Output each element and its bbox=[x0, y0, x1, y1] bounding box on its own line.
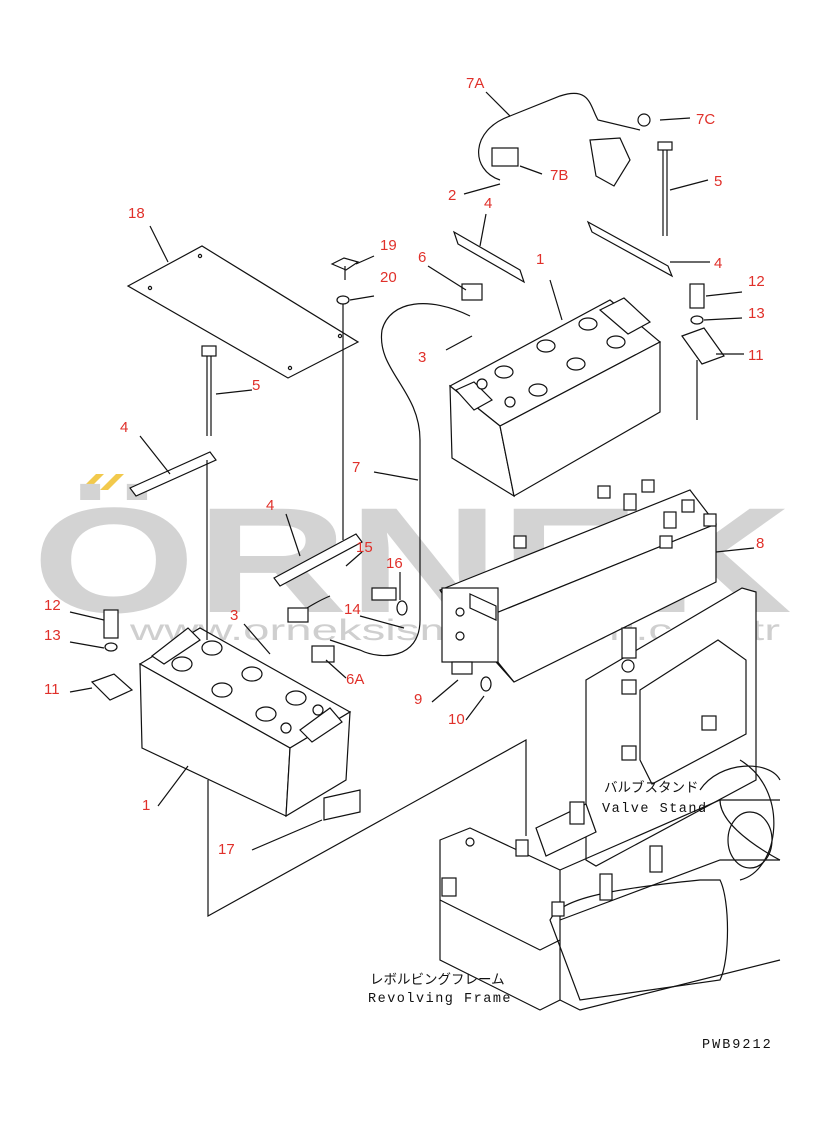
cables bbox=[287, 92, 651, 663]
label-4-top: 4 bbox=[484, 195, 492, 212]
label-11-right: 11 bbox=[748, 347, 764, 364]
label-17: 17 bbox=[218, 841, 235, 858]
label-11-left: 11 bbox=[44, 681, 60, 698]
label-20: 20 bbox=[380, 269, 397, 286]
label-18: 18 bbox=[128, 205, 145, 222]
battery-tray bbox=[439, 479, 717, 683]
bolts bbox=[103, 141, 705, 692]
drawing-code: PWB9212 bbox=[702, 1038, 773, 1053]
label-14: 14 bbox=[344, 601, 361, 618]
captions: バルブスタンド Valve Stand レボルビングフレーム Revolving… bbox=[368, 779, 773, 1053]
revolving-frame bbox=[439, 759, 781, 1011]
valve-stand bbox=[535, 587, 757, 867]
label-13-left: 13 bbox=[44, 627, 61, 644]
leader-lines bbox=[69, 91, 755, 918]
label-7: 7 bbox=[352, 459, 360, 476]
caption-valve-stand-en: Valve Stand bbox=[602, 802, 708, 817]
caption-revolving-frame-en: Revolving Frame bbox=[368, 992, 512, 1007]
label-6: 6 bbox=[418, 249, 426, 266]
label-3-bottom: 3 bbox=[230, 607, 238, 624]
label-5-left: 5 bbox=[252, 377, 260, 394]
label-12-right: 12 bbox=[748, 273, 765, 290]
label-16: 16 bbox=[386, 555, 403, 572]
label-7C: 7C bbox=[696, 111, 715, 128]
battery-lower bbox=[138, 627, 352, 818]
battery-cover-sheet bbox=[126, 245, 360, 379]
label-1-bottom: 1 bbox=[142, 797, 150, 814]
label-5-top: 5 bbox=[714, 173, 722, 190]
label-8: 8 bbox=[756, 535, 764, 552]
label-1-top: 1 bbox=[536, 251, 544, 268]
label-10: 10 bbox=[448, 711, 465, 728]
caption-revolving-frame-jp: レボルビングフレーム bbox=[370, 972, 505, 989]
label-7A: 7A bbox=[466, 75, 484, 92]
label-3-top: 3 bbox=[418, 349, 426, 366]
hold-down-blocks bbox=[90, 327, 725, 821]
battery-upper bbox=[448, 297, 662, 498]
label-12-left: 12 bbox=[44, 597, 61, 614]
label-9: 9 bbox=[414, 691, 422, 708]
label-13-right: 13 bbox=[748, 305, 765, 322]
label-6A: 6A bbox=[346, 671, 364, 688]
battery-clamps bbox=[129, 220, 674, 587]
label-15: 15 bbox=[356, 539, 373, 556]
label-4-right: 4 bbox=[714, 255, 722, 272]
caption-valve-stand-jp: バルブスタンド bbox=[604, 779, 699, 797]
label-19: 19 bbox=[380, 237, 397, 254]
label-4-left: 4 bbox=[120, 419, 128, 436]
label-7B: 7B bbox=[550, 167, 568, 184]
label-2: 2 bbox=[448, 187, 456, 204]
part-labels: 7A 7C 7B 2 4 5 18 19 6 1 4 12 20 13 3 11… bbox=[44, 75, 765, 858]
label-4-mid: 4 bbox=[266, 497, 274, 514]
